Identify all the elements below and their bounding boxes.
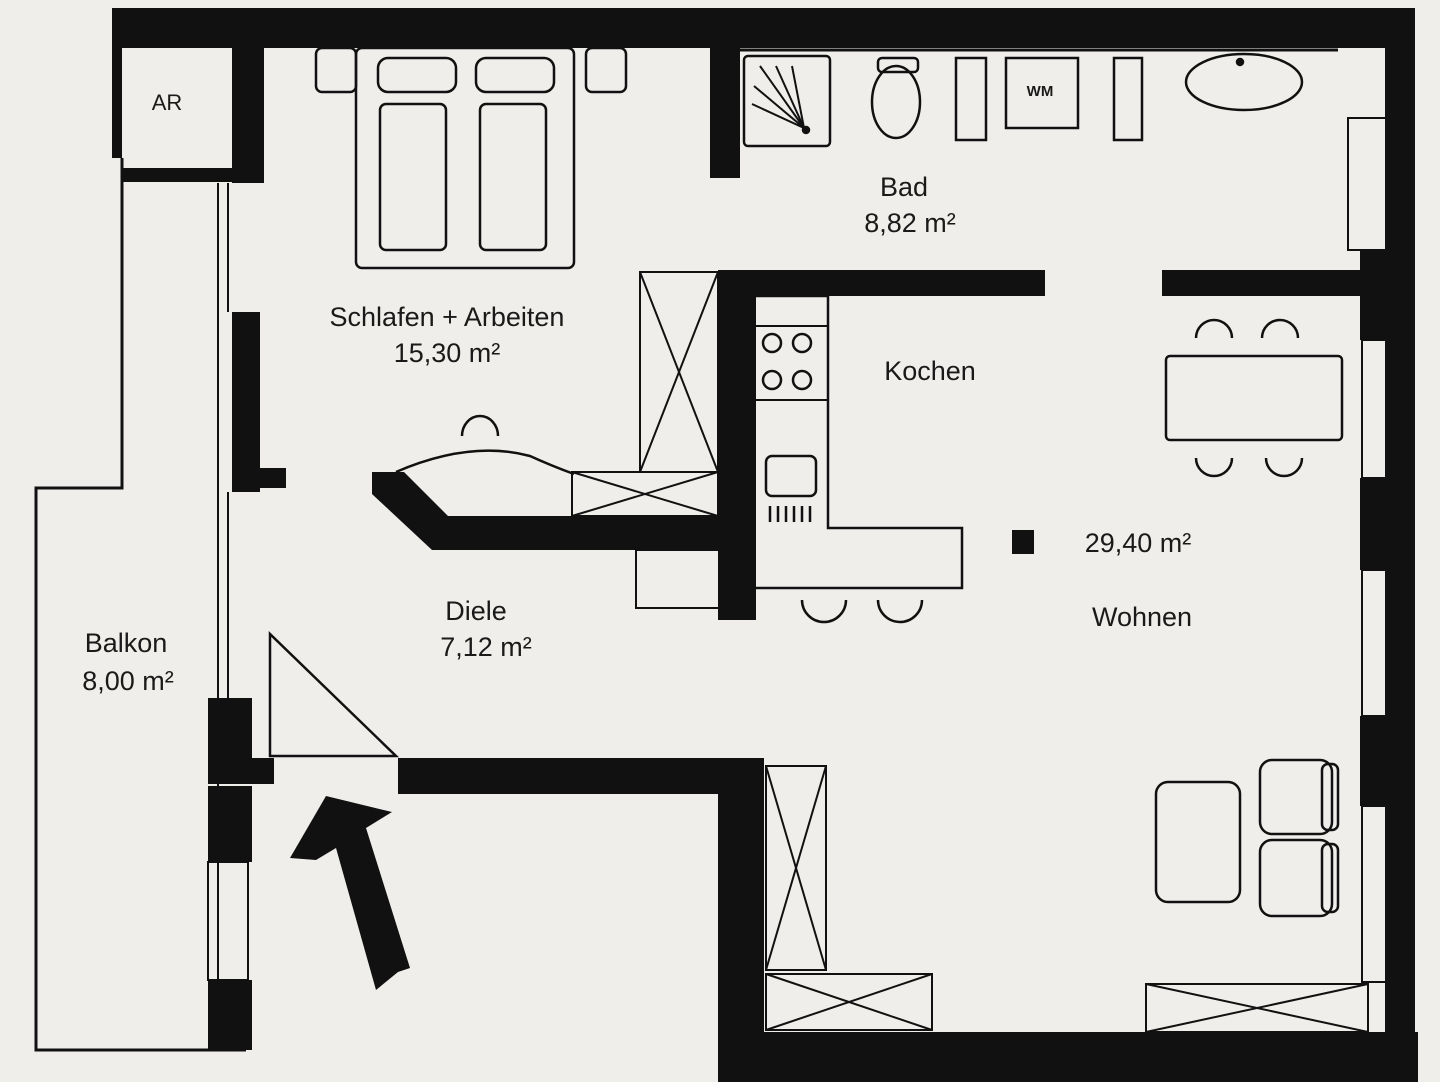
wall-right-pier-2: [1360, 478, 1400, 570]
nightstand-right: [584, 46, 628, 94]
entrance-arrow-icon: [290, 796, 410, 990]
window-right-3: [1361, 569, 1393, 717]
wardrobe-horizontal: [571, 471, 719, 517]
wall-right-pier-1: [1360, 250, 1400, 340]
bed-frame: [354, 46, 576, 270]
wall-door-jamb: [248, 758, 274, 784]
desk-curve: [395, 449, 575, 476]
ar-door: [122, 168, 236, 182]
sofa-arm-2: [1320, 842, 1340, 914]
room-bad-name: Bad: [880, 172, 928, 202]
double-bed-icon: [314, 46, 628, 270]
wall-entrance-top: [398, 758, 400, 760]
column: [1012, 530, 1034, 554]
room-balkon-area: 8,00 m²: [82, 666, 174, 696]
wall-bedroom-stub: [256, 468, 286, 488]
wall-ar-bedroom: [232, 48, 264, 183]
kitchen-stools: [800, 599, 924, 624]
pillow-right: [474, 56, 556, 94]
room-wohnen-area: 29,40 m²: [1085, 528, 1192, 558]
shower-icon: [742, 54, 832, 148]
wall-bedroom-left-1: [232, 312, 260, 492]
room-diele-name: Diele: [445, 596, 507, 626]
bathroom-fixtures: [742, 52, 1304, 148]
wall-bottom: [718, 1032, 1418, 1082]
wall-lower-left: [208, 786, 252, 862]
wall-kitchen-top-1: [718, 270, 1045, 296]
kitchen-sink-icon: [764, 454, 818, 522]
window-right-1: [1347, 117, 1389, 251]
bath-cabinet-1: [954, 56, 988, 142]
washbasin-icon: [1184, 52, 1304, 112]
armchair: [1154, 780, 1242, 904]
sofa-seat-2: [1258, 838, 1334, 918]
room-balkon-name: Balkon: [85, 628, 168, 658]
window-right-4: [1361, 805, 1393, 983]
wardrobe-corridor: [765, 765, 827, 971]
desk-area: [395, 414, 575, 476]
dining-table-icon: [1164, 318, 1344, 478]
room-wohnen-name: Wohnen: [1092, 602, 1192, 632]
bath-cabinet-2: [1112, 56, 1144, 142]
balcony-outline: [34, 158, 246, 1052]
sofa-seat-1: [1258, 758, 1334, 836]
desk-chair: [460, 414, 500, 437]
toilet-icon: [870, 56, 922, 140]
wall-right-pier-3: [1360, 716, 1400, 806]
room-labels: AR Schlafen + Arbeiten 15,30 m² Bad 8,82…: [82, 83, 1192, 696]
washing-machine-label: WM: [1027, 83, 1054, 100]
wall-bath-stub: [710, 48, 740, 178]
room-schlafen-name: Schlafen + Arbeiten: [330, 302, 565, 332]
kitchen-counter: [756, 294, 964, 590]
wall-kitchen-left: [718, 270, 756, 620]
cupboards: [571, 271, 1369, 1033]
pillow-left: [376, 56, 458, 94]
blanket-right: [478, 102, 548, 252]
wall-ar-left: [112, 8, 122, 158]
sofa-icon: [1154, 758, 1340, 918]
cabinet-bottom-left: [765, 973, 933, 1031]
room-schlafen-area: 15,30 m²: [394, 338, 501, 368]
entrance-door-swing: [268, 631, 400, 758]
room-ar-label: AR: [152, 90, 183, 115]
wall-lower-left-2: [208, 980, 252, 1050]
wall-corridor-right: [718, 758, 764, 1082]
wall-top: [112, 8, 1410, 48]
wall-diele-bottom: [398, 758, 760, 794]
wall-angled: [372, 472, 740, 550]
room-kochen-name: Kochen: [884, 356, 976, 386]
room-bad-area: 8,82 m²: [864, 208, 956, 238]
wall-kitchen-top-2: [1162, 270, 1367, 296]
cabinet-bottom-right: [1145, 983, 1369, 1033]
wall-diele-left: [208, 698, 252, 784]
sofa-arm-1: [1320, 762, 1340, 832]
washing-machine: [1004, 56, 1080, 130]
window-right-2: [1361, 339, 1393, 479]
stove-icon: [761, 332, 813, 391]
diele-closet: [635, 549, 721, 609]
blanket-left: [378, 102, 448, 252]
outlines: [34, 48, 1393, 1052]
kitchen: [756, 294, 964, 624]
room-diele-area: 7,12 m²: [440, 632, 532, 662]
window-left-lower: [207, 861, 249, 981]
